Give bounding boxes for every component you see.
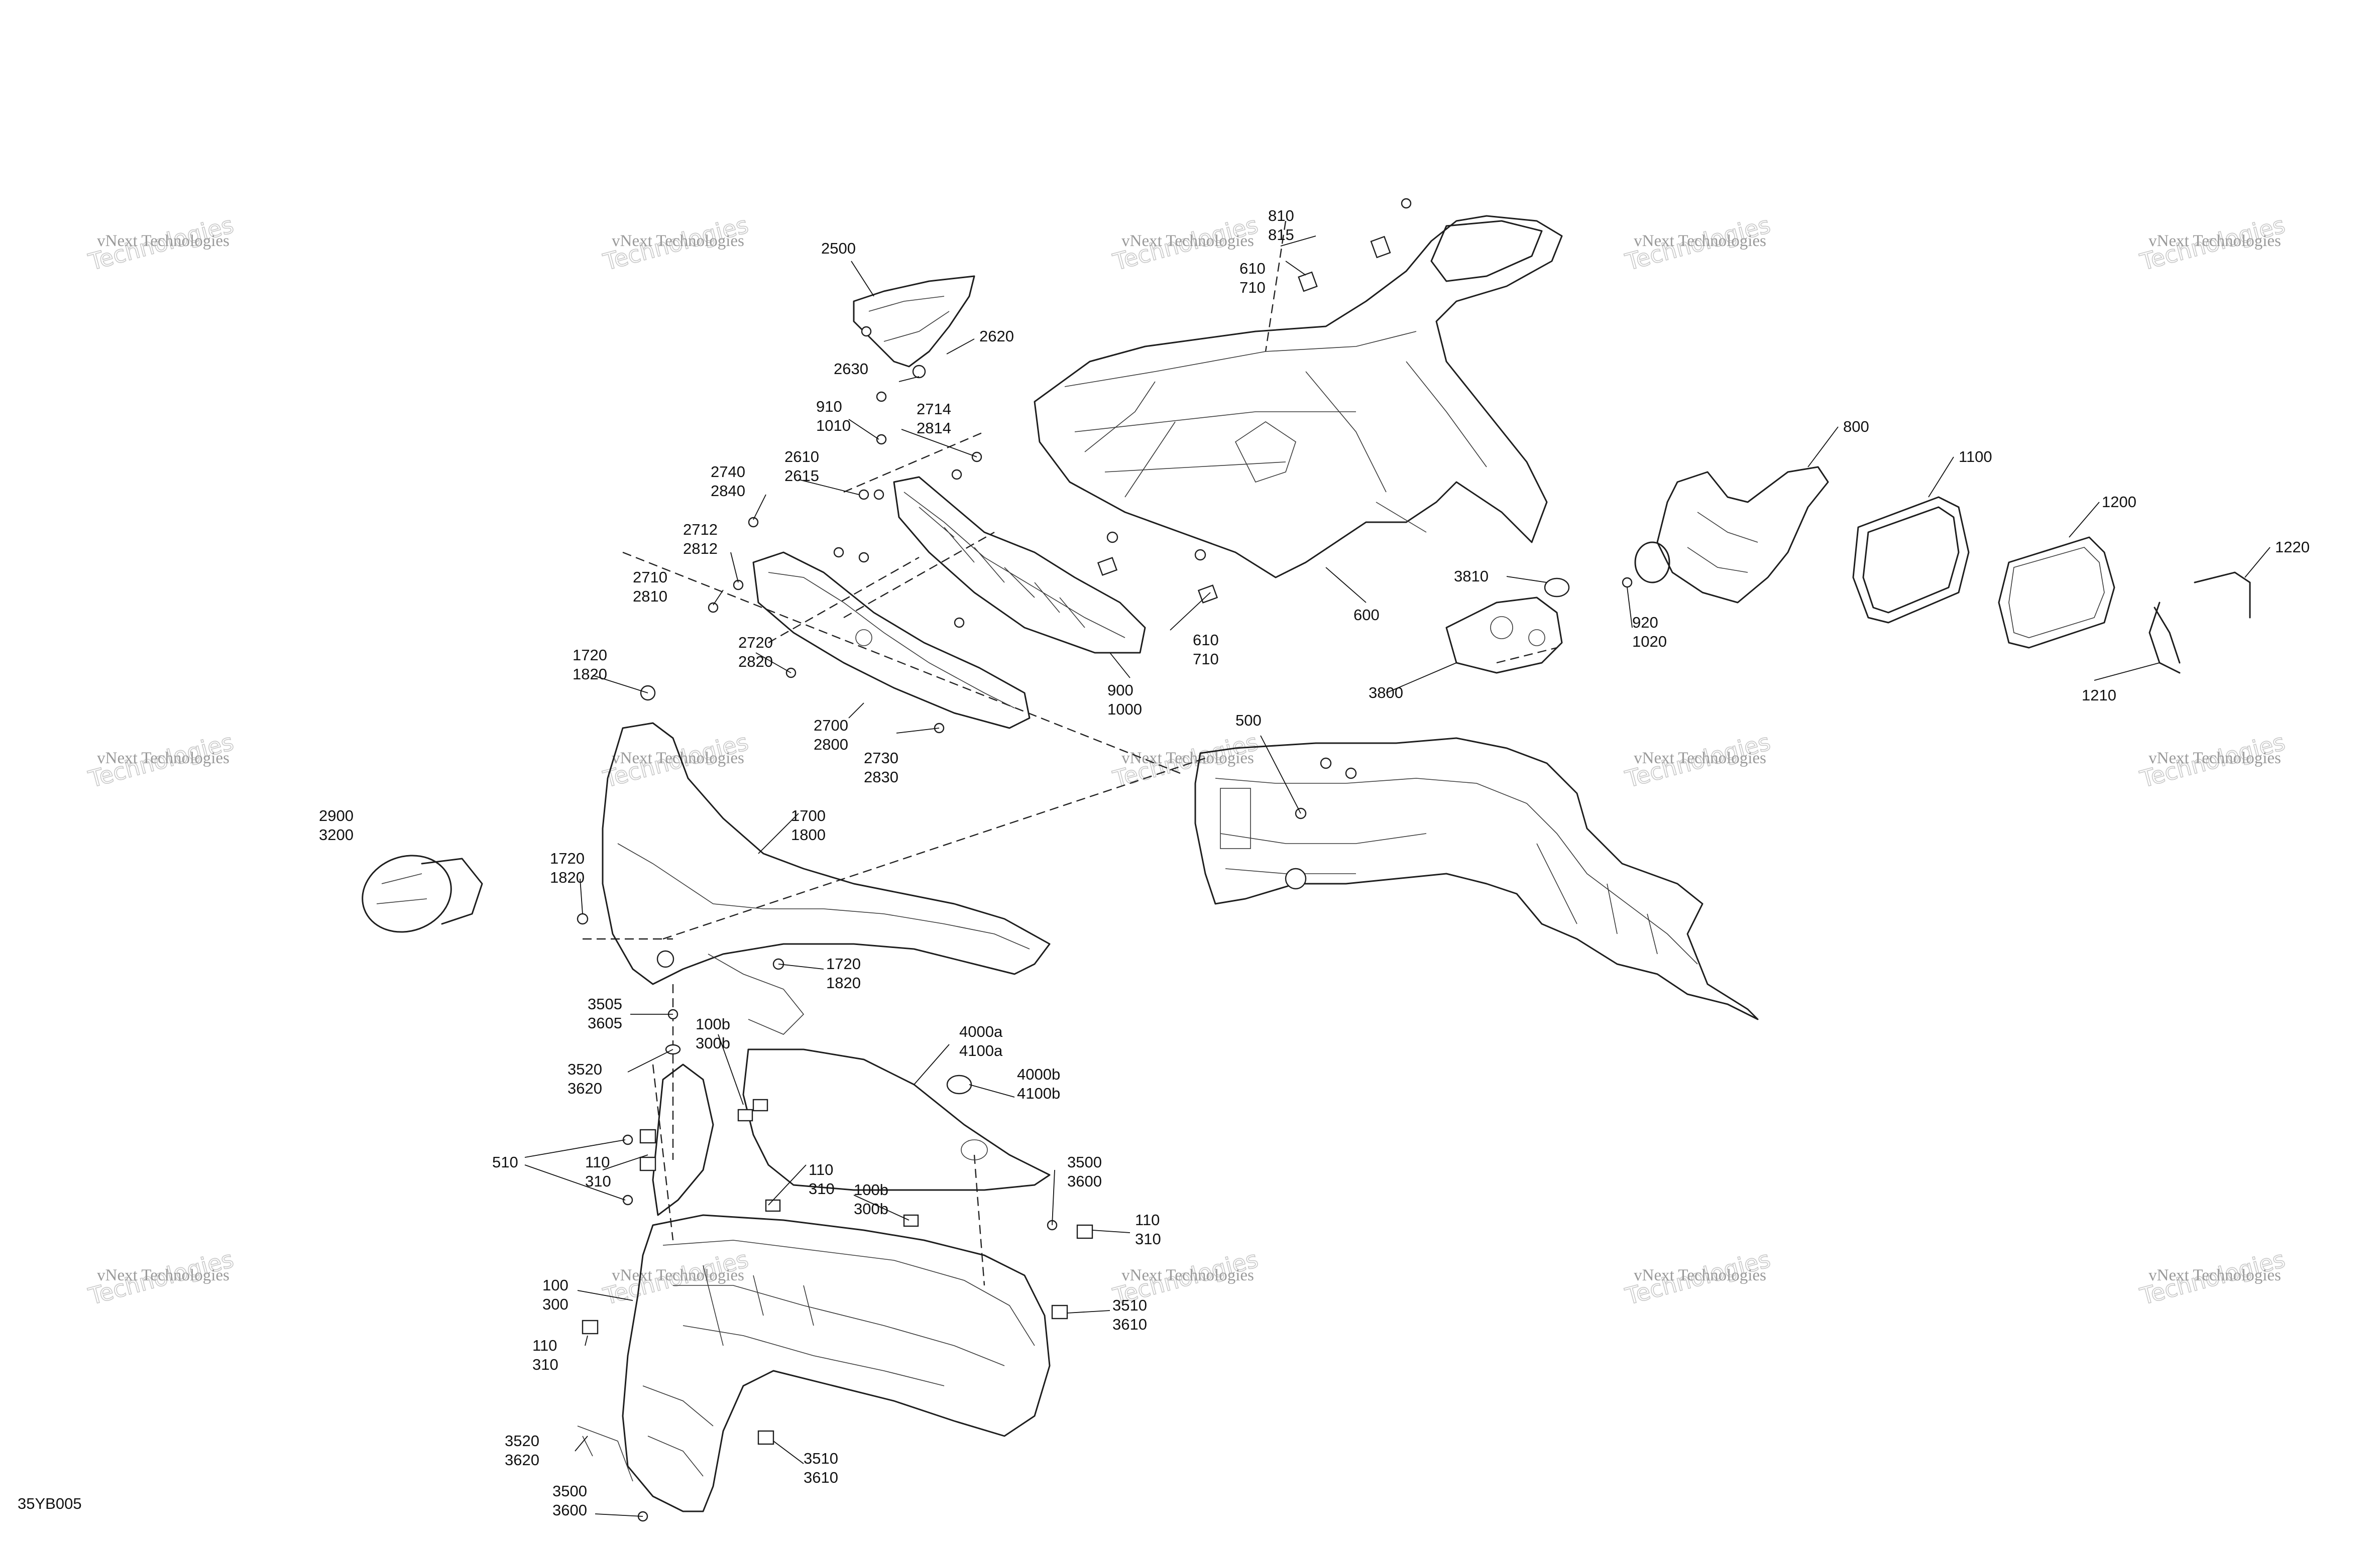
callout-2630: 2630	[834, 360, 868, 378]
watermark-text: vNext Technologies	[2148, 749, 2281, 767]
callout-1220: 1220	[2275, 538, 2310, 556]
part-900-inner-panel	[893, 476, 1146, 654]
watermark-text: vNext Technologies	[612, 1266, 744, 1284]
watermark-text: vNext Technologies	[2148, 232, 2281, 250]
watermark-text: vNext Technologies	[1634, 749, 1766, 767]
part-4000-lower-cover	[742, 1048, 1051, 1191]
part-800-bracket	[1634, 466, 1829, 604]
leader-lines	[524, 235, 2271, 1517]
callout-600: 600	[1353, 606, 1380, 624]
callout-1100: 1100	[1959, 448, 1992, 465]
part-2700-side-panel	[752, 551, 1031, 729]
fasteners-810-610	[1097, 198, 1412, 604]
callout-3800: 3800	[1369, 684, 1403, 701]
watermark-text: vNext Technologies	[97, 749, 230, 767]
part-1200-frame	[1998, 536, 2115, 649]
callout-1200: 1200	[2102, 493, 2136, 511]
watermark-text: vNext Technologies	[1634, 1266, 1766, 1284]
fasteners-misc	[577, 326, 1633, 1522]
callout-2620: 2620	[979, 327, 1014, 345]
watermark-text: vNext Technologies	[2148, 1266, 2281, 1284]
part-600-upper-fairing	[1034, 215, 1563, 578]
part-2500-upper-cover	[853, 275, 975, 379]
callout-3810: 3810	[1454, 567, 1489, 585]
part-3800-bezel	[1445, 577, 1570, 674]
part-100-lower-structure	[577, 1063, 1051, 1512]
callout-800: 800	[1843, 418, 1869, 435]
watermark-text: vNext Technologies	[1121, 232, 1254, 250]
part-1700-side-cowl	[602, 722, 1051, 1035]
part-2900-mirror	[362, 855, 483, 933]
watermark-text: vNext Technologies	[97, 1266, 230, 1284]
part-1100-trim-ring	[1852, 496, 1970, 624]
part-1220-1210-trims	[2148, 571, 2251, 674]
callout-2500: 2500	[821, 240, 856, 257]
watermark-text: vNext Technologies	[612, 232, 744, 250]
watermark-text: vNext Technologies	[1121, 1266, 1254, 1284]
part-500-front-frame	[1194, 737, 1759, 1020]
watermark-text: vNext Technologies	[1634, 232, 1766, 250]
callout-1210: 1210	[2082, 686, 2116, 704]
watermark-text: vNext Technologies	[97, 232, 230, 250]
callout-500: 500	[1235, 711, 1262, 729]
diagram-code: 35YB005	[18, 1495, 82, 1512]
callout-510: 510	[492, 1153, 518, 1171]
